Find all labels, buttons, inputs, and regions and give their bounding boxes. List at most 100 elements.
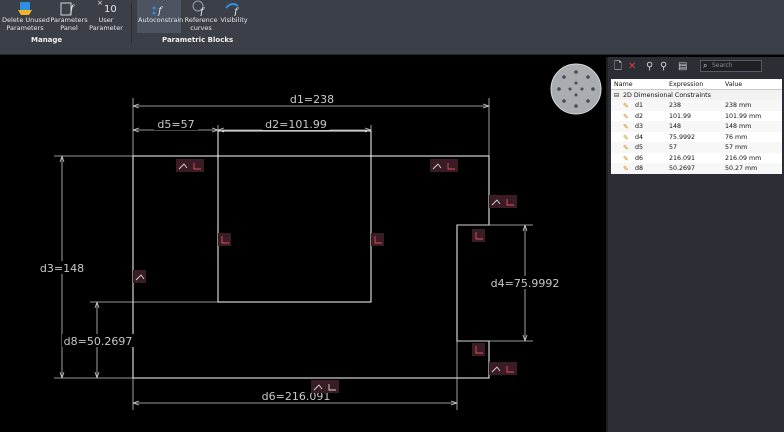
user-parameter-label-1: User bbox=[98, 16, 114, 24]
search-placeholder: Search bbox=[712, 62, 733, 69]
constraint-marker[interactable] bbox=[472, 229, 485, 242]
dimension-d3[interactable]: d3=148 bbox=[40, 262, 84, 275]
ribbon-separator bbox=[131, 3, 132, 43]
navigation-wheel[interactable] bbox=[550, 63, 602, 115]
row-value: 50.27 mm bbox=[725, 165, 758, 172]
svg-text:f: f bbox=[157, 6, 164, 16]
drawing-svg[interactable]: d1=238 d5=57 d2=101.99 d3=148 d8=50.2697… bbox=[0, 57, 606, 432]
constraint-marker[interactable] bbox=[489, 195, 517, 208]
parameters-panel-label-2: Panel bbox=[60, 24, 78, 32]
inner-rectangle[interactable] bbox=[217, 130, 372, 303]
constraint-marker[interactable] bbox=[311, 380, 339, 393]
parameters-panel-label-1: Parameters bbox=[50, 16, 88, 24]
user-parameter-icon: × 10 bbox=[89, 0, 123, 16]
dimension-constraint-icon: ✎ bbox=[623, 102, 629, 110]
delete-parameter-icon[interactable]: ✕ bbox=[628, 61, 637, 72]
row-expression[interactable]: 238 bbox=[669, 102, 682, 109]
row-name: d6 bbox=[635, 154, 644, 162]
dimension-lines bbox=[54, 98, 533, 410]
autoconstrain-label: Autoconstrain bbox=[138, 16, 184, 24]
new-parameter-icon[interactable]: 🗋 bbox=[614, 61, 623, 72]
column-header-value[interactable]: Value bbox=[725, 81, 743, 88]
parameters-panel-button[interactable]: f Parameters Panel bbox=[50, 0, 88, 32]
delete-unused-label-1: Delete Unused bbox=[2, 16, 50, 24]
group-label-manage: Manage bbox=[31, 36, 63, 44]
constraint-markers bbox=[133, 159, 517, 393]
delete-unused-icon bbox=[18, 2, 32, 15]
delete-unused-label-2: Parameters bbox=[6, 24, 44, 32]
dimension-d5[interactable]: d5=57 bbox=[157, 118, 194, 131]
svg-text:f: f bbox=[233, 7, 240, 16]
user-parameter-label-2: Parameter bbox=[89, 24, 123, 32]
row-expression[interactable]: 50.2697 bbox=[669, 165, 696, 172]
table-row[interactable]: ✎ d3 148 148 mm bbox=[611, 121, 782, 132]
constraint-marker[interactable] bbox=[176, 159, 204, 172]
dimension-d4[interactable]: d4=75.9992 bbox=[491, 277, 560, 290]
constraint-marker[interactable] bbox=[371, 233, 384, 246]
visibility-icon: f bbox=[225, 2, 240, 16]
table-row[interactable]: ✎ d4 75.9992 76 mm bbox=[611, 132, 782, 143]
settings-icon[interactable]: ▤ bbox=[678, 61, 688, 72]
row-expression[interactable]: 101.99 bbox=[669, 112, 692, 120]
search-input[interactable]: ⌕ Search bbox=[700, 60, 762, 72]
row-name: d5 bbox=[635, 144, 644, 151]
dimension-d1[interactable]: d1=238 bbox=[290, 93, 334, 106]
dimension-constraint-icon: ✎ bbox=[623, 154, 629, 163]
row-expression[interactable]: 216.091 bbox=[669, 154, 696, 162]
column-header-expression[interactable]: Expression bbox=[669, 81, 704, 88]
reference-curves-button[interactable]: f Reference curves bbox=[184, 0, 218, 32]
dimension-constraint-icon: ✎ bbox=[623, 123, 629, 131]
delete-unused-parameters-button[interactable]: Delete Unused Parameters bbox=[2, 0, 50, 32]
row-expression[interactable]: 75.9992 bbox=[669, 133, 696, 141]
parameters-panel: 🗋 ✕ ⚲ ⚲ ▤ ⌕ Search Name Expression Value… bbox=[606, 57, 784, 432]
group-label: 2D Dimensional Constraints bbox=[623, 91, 711, 99]
table-row[interactable]: ✎ d5 57 57 mm bbox=[611, 142, 782, 153]
reference-curves-label-1: Reference bbox=[184, 16, 218, 24]
dimension-d6[interactable]: d6=216.091 bbox=[262, 390, 331, 403]
row-value: 216.09 mm bbox=[725, 154, 762, 162]
dimension-constraint-icon: ✎ bbox=[623, 144, 629, 152]
drawing-canvas[interactable]: d1=238 d5=57 d2=101.99 d3=148 d8=50.2697… bbox=[0, 57, 606, 432]
dimension-arrows bbox=[59, 103, 528, 406]
dimension-constraint-icon: ✎ bbox=[623, 112, 629, 121]
autoconstrain-icon: f bbox=[152, 6, 164, 16]
reference-curves-icon: f bbox=[192, 0, 206, 16]
constraint-marker[interactable] bbox=[472, 343, 485, 356]
panel-empty-area bbox=[611, 182, 782, 432]
parameters-table: Name Expression Value ⊟ 2D Dimensional C… bbox=[611, 79, 782, 174]
constraint-group[interactable]: ⊟ 2D Dimensional Constraints bbox=[611, 90, 782, 100]
dimension-constraint-icon: ✎ bbox=[623, 133, 629, 142]
autoconstrain-highlight bbox=[137, 0, 181, 33]
svg-text:f: f bbox=[199, 7, 206, 16]
user-parameter-button[interactable]: × 10 User Parameter bbox=[89, 0, 123, 32]
table-row[interactable]: ✎ d8 50.2697 50.27 mm bbox=[611, 163, 782, 174]
row-value: 76 mm bbox=[725, 133, 748, 141]
autoconstrain-button[interactable]: f Autoconstrain bbox=[138, 0, 184, 24]
dimension-d8[interactable]: d8=50.2697 bbox=[64, 335, 133, 348]
user-parameter-glyph: 10 bbox=[104, 4, 117, 15]
row-value: 148 mm bbox=[725, 123, 752, 130]
row-value: 57 mm bbox=[725, 144, 748, 151]
row-name: d2 bbox=[635, 112, 644, 120]
constraint-marker[interactable] bbox=[489, 362, 517, 375]
outer-profile[interactable] bbox=[132, 155, 490, 379]
column-header-name[interactable]: Name bbox=[614, 81, 633, 88]
table-row[interactable]: ✎ d2 101.99 101.99 mm bbox=[611, 111, 782, 122]
constraint-marker[interactable] bbox=[133, 270, 146, 283]
row-value: 101.99 mm bbox=[725, 112, 762, 120]
constraint-marker[interactable] bbox=[430, 159, 458, 172]
row-expression[interactable]: 148 bbox=[669, 123, 682, 130]
collapse-icon[interactable]: ⊟ bbox=[614, 91, 620, 99]
row-name: d1 bbox=[635, 102, 644, 109]
visibility-label: Visibility bbox=[220, 16, 248, 24]
filter-clear-icon[interactable]: ⚲ bbox=[660, 61, 668, 72]
row-value: 238 mm bbox=[725, 102, 752, 109]
table-row[interactable]: ✎ d6 216.091 216.09 mm bbox=[611, 153, 782, 164]
row-expression[interactable]: 57 bbox=[669, 144, 678, 151]
dimension-d2[interactable]: d2=101.99 bbox=[265, 118, 327, 131]
visibility-button[interactable]: f Visibility bbox=[220, 0, 248, 24]
filter-icon[interactable]: ⚲ bbox=[646, 61, 654, 72]
constraint-marker[interactable] bbox=[218, 233, 231, 246]
parameters-panel-icon: f bbox=[60, 2, 76, 16]
table-row[interactable]: ✎ d1 238 238 mm bbox=[611, 100, 782, 111]
